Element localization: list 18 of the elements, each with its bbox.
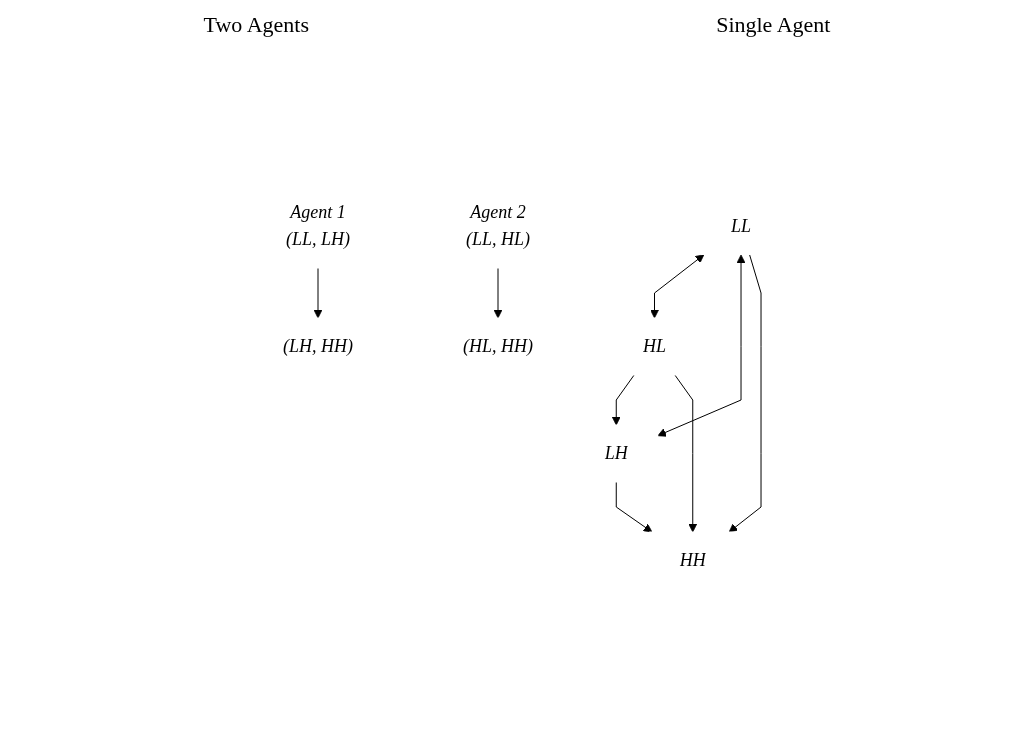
heading-label: Two Agents xyxy=(203,12,309,38)
node-text: LL xyxy=(730,215,752,235)
node-text: HH xyxy=(679,549,706,570)
arrow xyxy=(657,254,746,437)
node-text: Agent 2 (LL, HL) xyxy=(465,201,530,249)
node-text: (HL, HH) xyxy=(462,335,533,356)
arrow xyxy=(728,253,762,532)
node-text: LH xyxy=(604,442,628,463)
arrow xyxy=(615,481,653,532)
node-text: HL xyxy=(642,335,666,356)
arrow xyxy=(493,267,503,318)
arrow xyxy=(611,374,635,425)
heading-label: Single Agent xyxy=(716,12,831,38)
arrow xyxy=(650,253,705,318)
arrow xyxy=(674,374,698,532)
node-text: Agent 1 (LL, LH) xyxy=(285,201,350,249)
node-text: (LH, HH) xyxy=(282,335,353,356)
arrow xyxy=(313,267,323,318)
